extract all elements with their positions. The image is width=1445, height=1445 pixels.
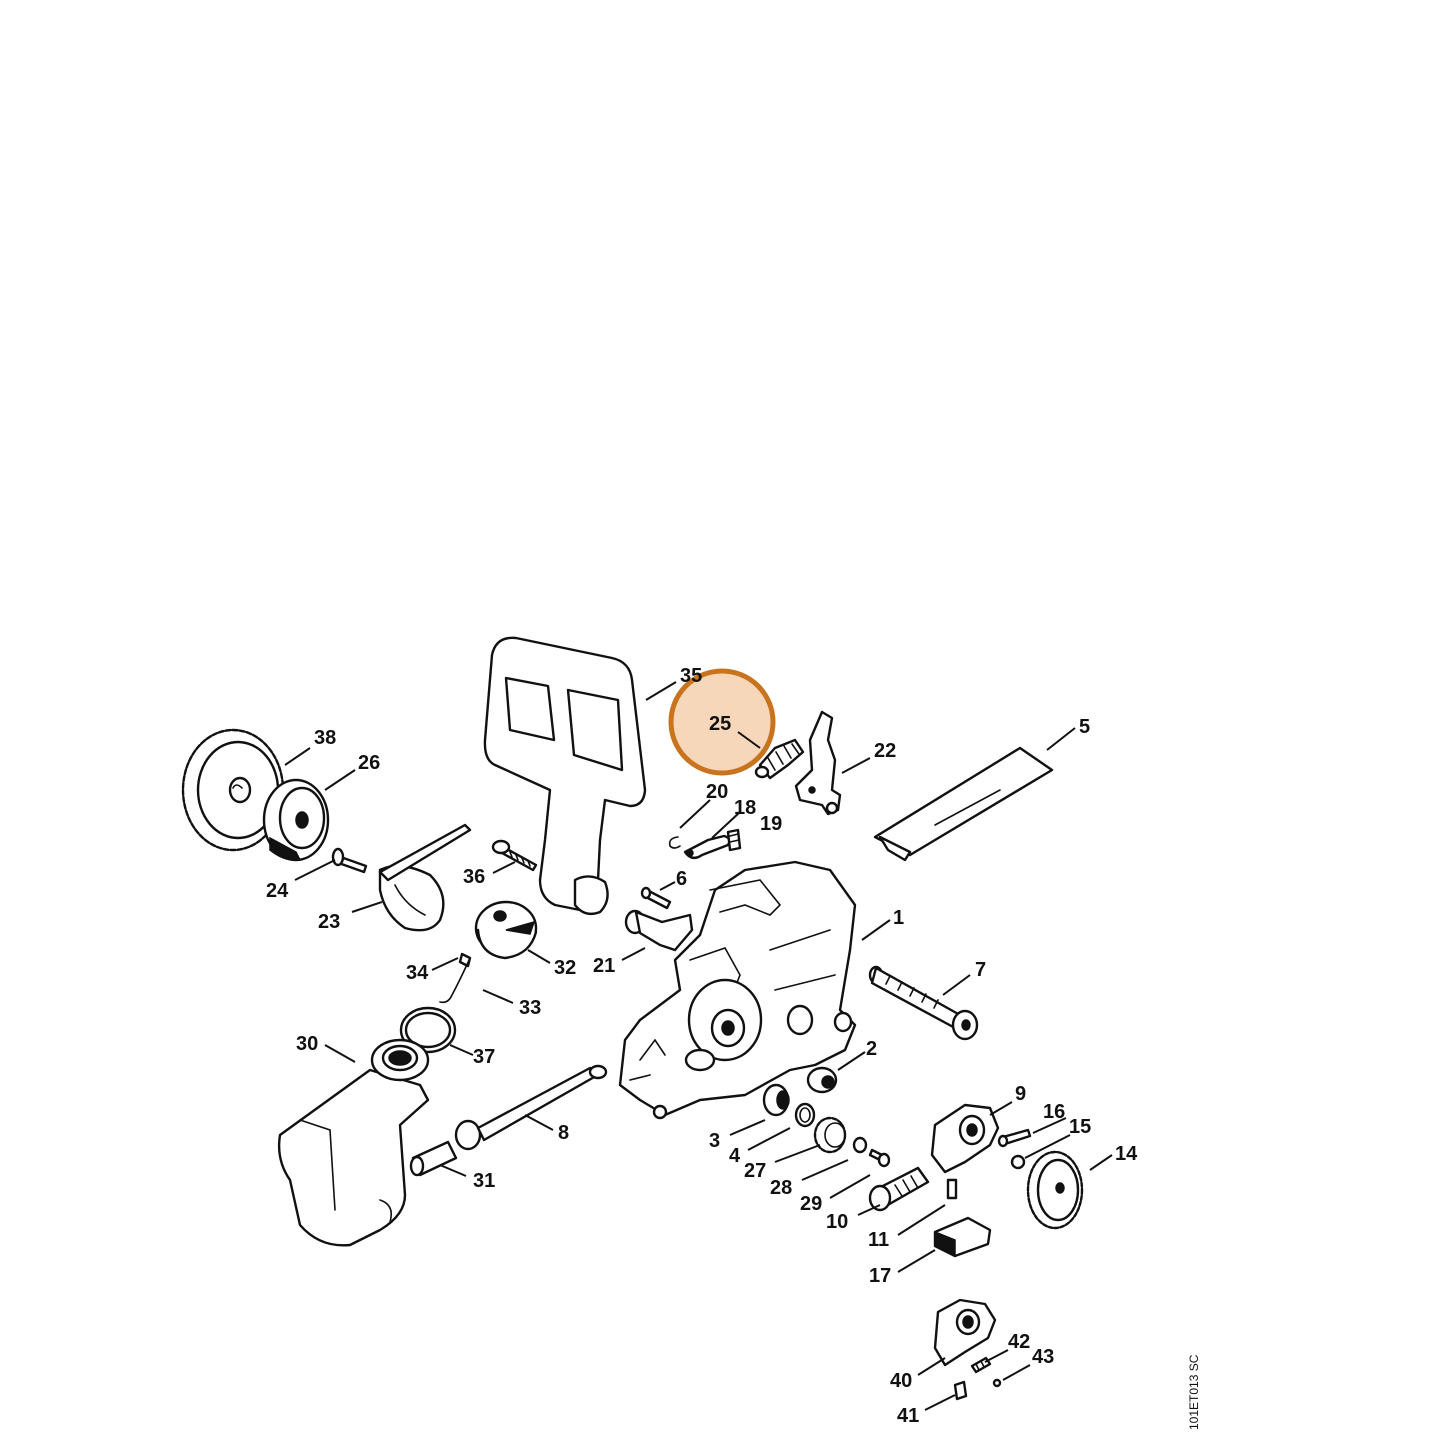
callout-31: 31 [473,1170,495,1192]
leader-lines [284,681,1113,1411]
oil-pump-part[interactable] [930,1103,1000,1174]
spur-gear-part[interactable] [1026,1150,1084,1230]
callout-43: 43 [1032,1346,1054,1368]
drawing-code: 101ET013 SC [1187,1354,1201,1430]
callout-labels: 35 25 38 26 22 5 20 18 19 24 36 6 1 23 2… [266,665,1138,1427]
callout-1: 1 [893,907,904,929]
callout-38: 38 [314,727,336,749]
callout-35: 35 [680,665,702,687]
callout-27: 27 [744,1160,766,1182]
spring-clip-part[interactable] [726,828,742,852]
hand-guard-part[interactable] [483,636,647,916]
callout-41: 41 [897,1405,919,1427]
alt-pin-part[interactable] [953,1380,968,1401]
pump-screw-part[interactable] [997,1128,1032,1148]
callout-28: 28 [770,1177,792,1199]
washer-part[interactable] [852,1136,868,1154]
callout-22: 22 [874,740,896,762]
callout-33: 33 [519,997,541,1019]
callout-29: 29 [800,1193,822,1215]
highlight-marker[interactable] [668,668,776,776]
e-clip-part[interactable] [668,836,681,849]
pump-pin-part[interactable] [946,1178,958,1200]
callout-14: 14 [1115,1143,1138,1165]
callout-7: 7 [975,959,986,981]
worm-gear-part[interactable] [813,1116,847,1154]
clutch-drum-part[interactable] [262,778,330,862]
callout-20: 20 [706,781,728,803]
callout-42: 42 [1008,1331,1030,1353]
small-screw-part[interactable] [868,1148,891,1168]
ball-part[interactable] [992,1378,1002,1388]
strainer-part[interactable] [409,1140,458,1177]
bolt-part[interactable] [331,847,368,874]
circlip-part[interactable] [794,1102,816,1128]
callout-17: 17 [869,1265,891,1287]
callout-34: 34 [406,962,429,984]
alt-pump-part[interactable] [933,1298,997,1367]
callout-21: 21 [593,955,615,977]
callout-2: 2 [866,1038,877,1060]
callout-24: 24 [266,880,289,902]
callout-37: 37 [473,1046,495,1068]
o-ring-part[interactable] [399,1006,457,1054]
callout-16: 16 [1043,1101,1065,1123]
worm-shaft-part[interactable] [868,1166,930,1212]
callout-23: 23 [318,911,340,933]
callout-10: 10 [826,1211,848,1233]
callout-9: 9 [1015,1083,1026,1105]
callout-25[interactable]: 25 [709,713,731,735]
callout-32: 32 [554,957,576,979]
link-part[interactable] [683,834,731,860]
callout-36: 36 [463,866,485,888]
crankcase-part[interactable] [618,860,857,1120]
callout-40: 40 [890,1370,912,1392]
callout-4: 4 [729,1145,741,1167]
callout-19: 19 [760,813,782,835]
callout-26: 26 [358,752,380,774]
callout-3: 3 [709,1130,720,1152]
chain-strap-part[interactable] [439,957,471,1004]
callout-18: 18 [734,797,756,819]
cap-part[interactable] [474,900,538,960]
callout-30: 30 [296,1033,318,1055]
pin-part[interactable] [640,886,672,910]
guide-plate-part[interactable] [873,746,1054,862]
callout-11: 11 [868,1229,889,1251]
bushing-part[interactable] [806,1066,838,1094]
brake-lever-part[interactable] [794,710,842,816]
tension-spring-part[interactable] [754,738,805,780]
pump-washer-part[interactable] [1010,1154,1026,1170]
oil-hose-part[interactable] [454,1064,608,1151]
callout-8: 8 [558,1122,569,1144]
oil-tank-part[interactable] [277,1038,430,1247]
long-screw-part[interactable] [868,965,979,1041]
callout-5: 5 [1079,716,1090,738]
callout-6: 6 [676,868,687,890]
screw-part[interactable] [491,839,538,872]
pump-cover-part[interactable] [933,1216,992,1258]
callout-15: 15 [1069,1116,1091,1138]
lever-shaft-part[interactable] [624,909,694,952]
bearing-part[interactable] [762,1083,790,1117]
brake-band-part[interactable] [378,823,472,932]
